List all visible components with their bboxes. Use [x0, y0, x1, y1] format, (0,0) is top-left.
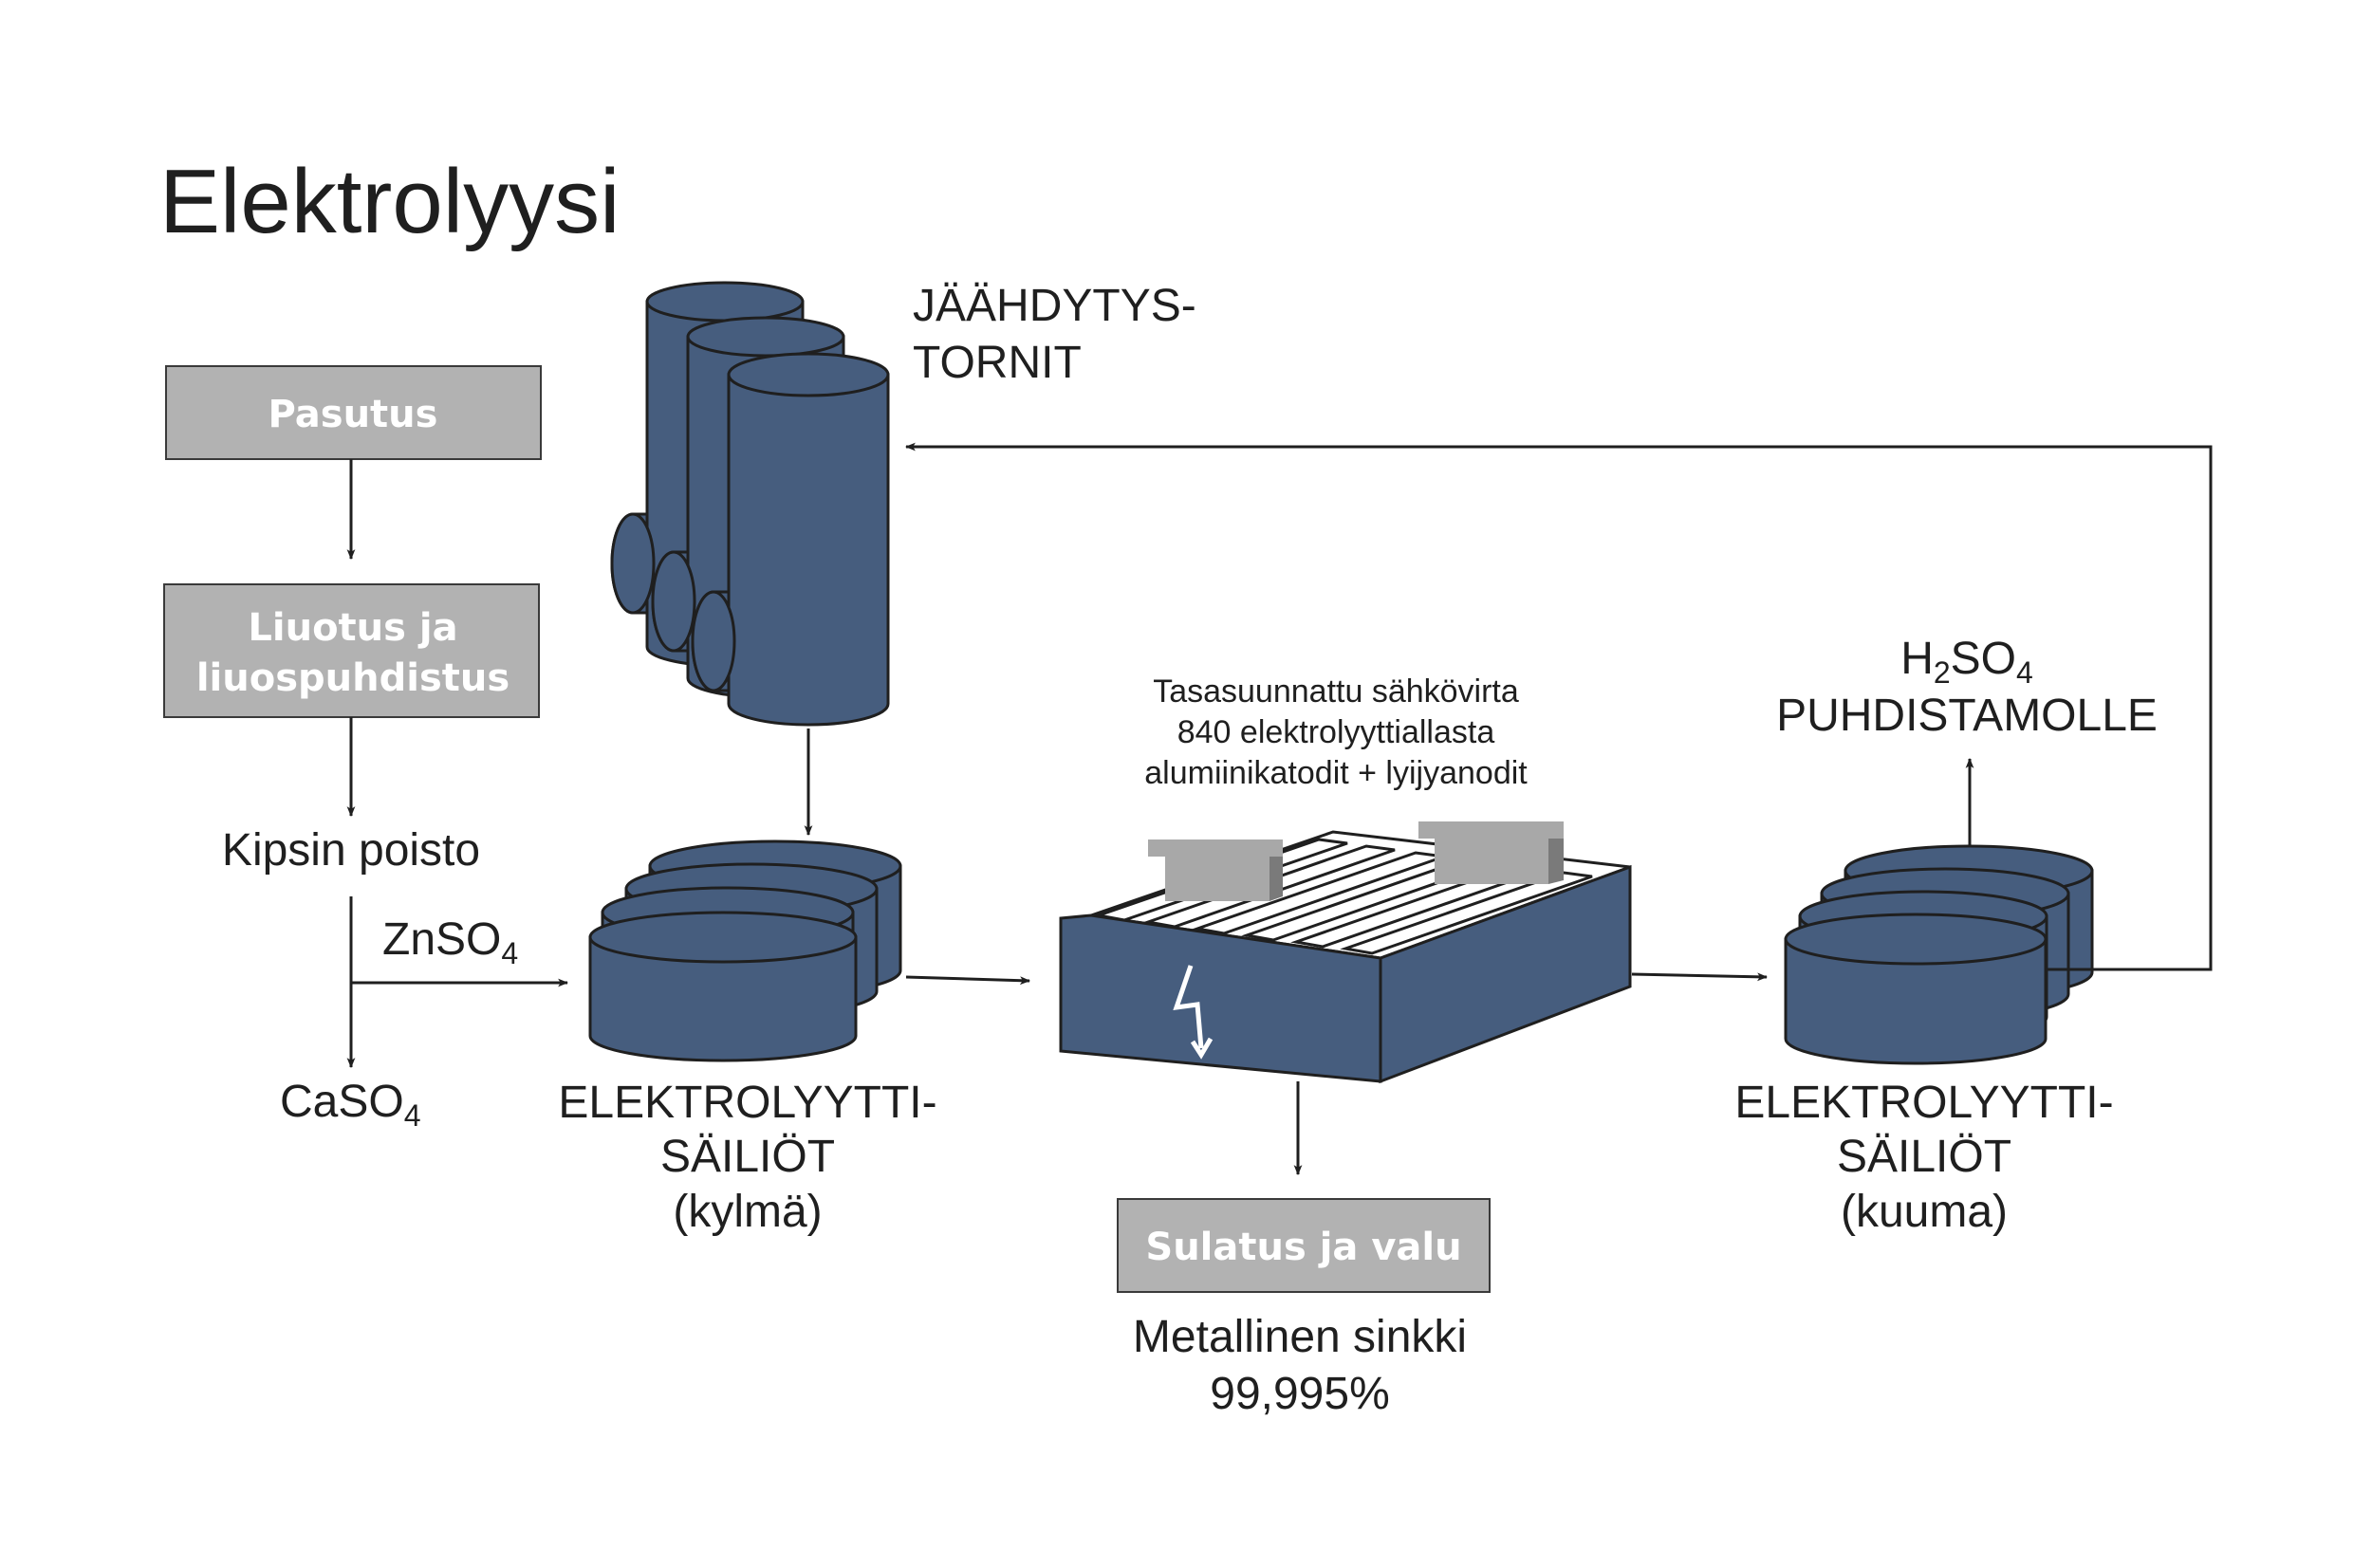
cathode-plate-6: [1340, 871, 1593, 955]
box-pasutus-label: Pasutus: [269, 393, 438, 436]
page-title: Elektrolyysi: [159, 151, 620, 252]
hot-electrolyte-tanks: [1784, 844, 2094, 1065]
label-puhdistamolle: PUHDISTAMOLLE: [1776, 691, 2158, 741]
label-hot-tanks-1: ELEKTROLYYTTI-: [1734, 1078, 2113, 1128]
cooling-tower-3: [691, 352, 890, 727]
label-cell-2: 840 elektrolyyttiallasta: [1177, 714, 1495, 750]
label-cold-tanks-2: SÄILIÖT: [660, 1132, 835, 1182]
label-hot-tanks-2: SÄILIÖT: [1837, 1132, 2011, 1182]
znso4-subscript: 4: [501, 936, 518, 970]
label-hot-tanks-3: (kuuma): [1841, 1187, 2008, 1237]
box-sulatus: [1117, 1198, 1491, 1293]
box-pasutus: [165, 365, 542, 460]
cold-electrolyte-tanks: [588, 839, 902, 1062]
lightning-bolt-icon: [1173, 965, 1214, 1060]
electrolysis-cell: [1059, 821, 1632, 1084]
label-metal-2: 99,995%: [1210, 1369, 1390, 1419]
h2so4-h: H: [1900, 634, 1934, 684]
box-liuotus: [163, 583, 540, 718]
label-caso4: CaSO4: [280, 1077, 421, 1133]
label-cold-tanks-1: ELEKTROLYYTTI-: [558, 1078, 936, 1128]
h2so4-subscript-4: 4: [2016, 655, 2033, 690]
h2so4-so: SO: [1951, 634, 2016, 684]
label-h2so4: H2SO4: [1900, 634, 2033, 690]
label-cell-3: alumiinikatodit + lyijyanodit: [1144, 755, 1528, 791]
znso4-main: ZnSO: [382, 914, 501, 965]
arrow-return-to-towers: [904, 442, 2213, 971]
box-liuotus-label-1: Liuotus ja: [248, 606, 457, 650]
arrow-cold-tanks-to-cell: [905, 975, 1031, 986]
label-metal-1: Metallinen sinkki: [1133, 1312, 1467, 1362]
label-cold-tanks-3: (kylmä): [673, 1187, 822, 1237]
label-towers-1: JÄÄHDYTYS-: [913, 281, 1196, 331]
anode-bar-1: [1148, 839, 1283, 901]
h2so4-subscript-2: 2: [1934, 655, 1951, 690]
box-liuotus-label-2: liuospuhdistus: [196, 656, 510, 700]
label-cell-1: Tasasuunnattu sähkövirta: [1153, 673, 1519, 710]
anode-bar-2: [1418, 821, 1564, 884]
box-sulatus-label: Sulatus ja valu: [1145, 1226, 1461, 1269]
label-znso4: ZnSO4: [382, 914, 518, 970]
caso4-main: CaSO: [280, 1077, 404, 1127]
cooling-towers: [610, 281, 890, 727]
cell-side-face: [1379, 864, 1632, 1084]
label-towers-2: TORNIT: [913, 338, 1082, 388]
label-kipsin-poisto: Kipsin poisto: [222, 825, 480, 876]
arrow-cell-to-hot-tanks: [1631, 972, 1769, 982]
caso4-subscript: 4: [404, 1098, 421, 1133]
